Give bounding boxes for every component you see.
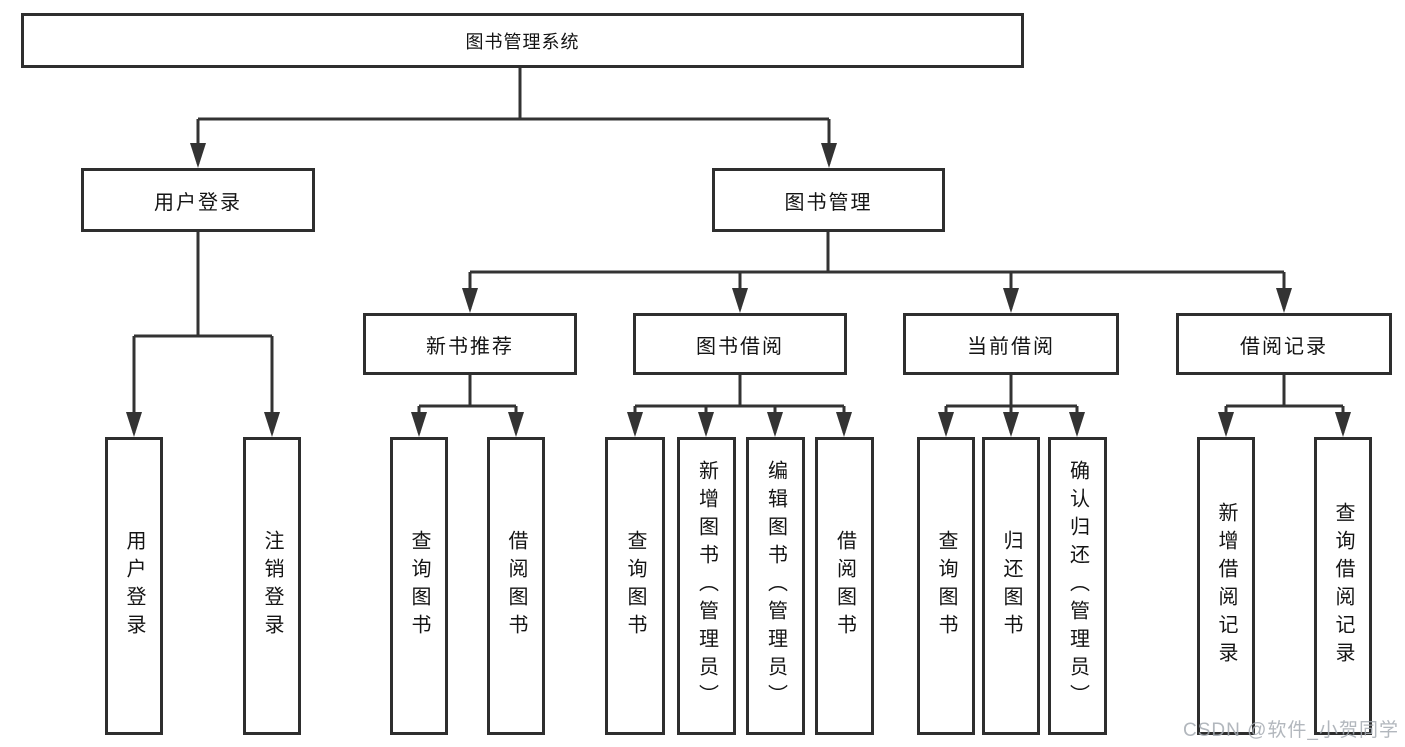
leaf-user-login-label: 用户登录 xyxy=(123,530,145,642)
leaf-borrow-book-label: 借阅图书 xyxy=(833,530,856,642)
leaf-query-book-recommend: 查询图书 xyxy=(390,437,448,735)
node-library-system-label: 图书管理系统 xyxy=(465,31,580,52)
leaf-edit-book-admin: 编辑图书（管理员） xyxy=(746,437,805,735)
leaf-return-book-label: 归还图书 xyxy=(1000,530,1022,642)
leaf-query-book-borrow: 查询图书 xyxy=(605,437,665,735)
leaf-add-book-admin-label: 新增图书（管理员） xyxy=(695,460,718,712)
node-user-login-label: 用户登录 xyxy=(154,191,242,214)
node-current-borrow-label: 当前借阅 xyxy=(967,335,1055,358)
leaf-query-borrow-record: 查询借阅记录 xyxy=(1314,437,1372,735)
leaf-edit-book-admin-label: 编辑图书（管理员） xyxy=(764,460,787,712)
watermark: CSDN @软件_小贺同学 xyxy=(1183,720,1399,741)
leaf-borrow-book-recommend-label: 借阅图书 xyxy=(505,530,527,642)
node-book-management: 图书管理 xyxy=(712,168,945,232)
node-book-borrow: 图书借阅 xyxy=(633,313,847,375)
node-book-borrow-label: 图书借阅 xyxy=(696,335,784,358)
leaf-add-borrow-record-label: 新增借阅记录 xyxy=(1215,502,1237,670)
leaf-logout: 注销登录 xyxy=(243,437,301,735)
leaf-add-borrow-record: 新增借阅记录 xyxy=(1197,437,1255,735)
leaf-query-book-current: 查询图书 xyxy=(917,437,975,735)
node-borrow-record: 借阅记录 xyxy=(1176,313,1392,375)
leaf-query-book-current-label: 查询图书 xyxy=(935,530,957,642)
leaf-borrow-book: 借阅图书 xyxy=(815,437,874,735)
node-user-login: 用户登录 xyxy=(81,168,315,232)
arrowheads xyxy=(126,143,1351,437)
leaf-return-book: 归还图书 xyxy=(982,437,1040,735)
leaf-user-login: 用户登录 xyxy=(105,437,163,735)
node-current-borrow: 当前借阅 xyxy=(903,313,1119,375)
leaf-add-book-admin: 新增图书（管理员） xyxy=(677,437,736,735)
leaf-query-book-recommend-label: 查询图书 xyxy=(408,530,430,642)
node-book-management-label: 图书管理 xyxy=(784,191,873,214)
leaf-query-borrow-record-label: 查询借阅记录 xyxy=(1332,502,1354,670)
node-new-book-recommend: 新书推荐 xyxy=(363,313,577,375)
node-borrow-record-label: 借阅记录 xyxy=(1240,335,1328,358)
connector-lines xyxy=(132,68,1345,433)
node-library-system: 图书管理系统 xyxy=(21,13,1024,68)
leaf-logout-label: 注销登录 xyxy=(261,530,283,642)
leaf-query-book-borrow-label: 查询图书 xyxy=(624,530,646,642)
leaf-confirm-return-admin-label: 确认归还（管理员） xyxy=(1066,460,1089,712)
node-new-book-recommend-label: 新书推荐 xyxy=(426,335,514,358)
leaf-borrow-book-recommend: 借阅图书 xyxy=(487,437,545,735)
leaf-confirm-return-admin: 确认归还（管理员） xyxy=(1048,437,1107,735)
